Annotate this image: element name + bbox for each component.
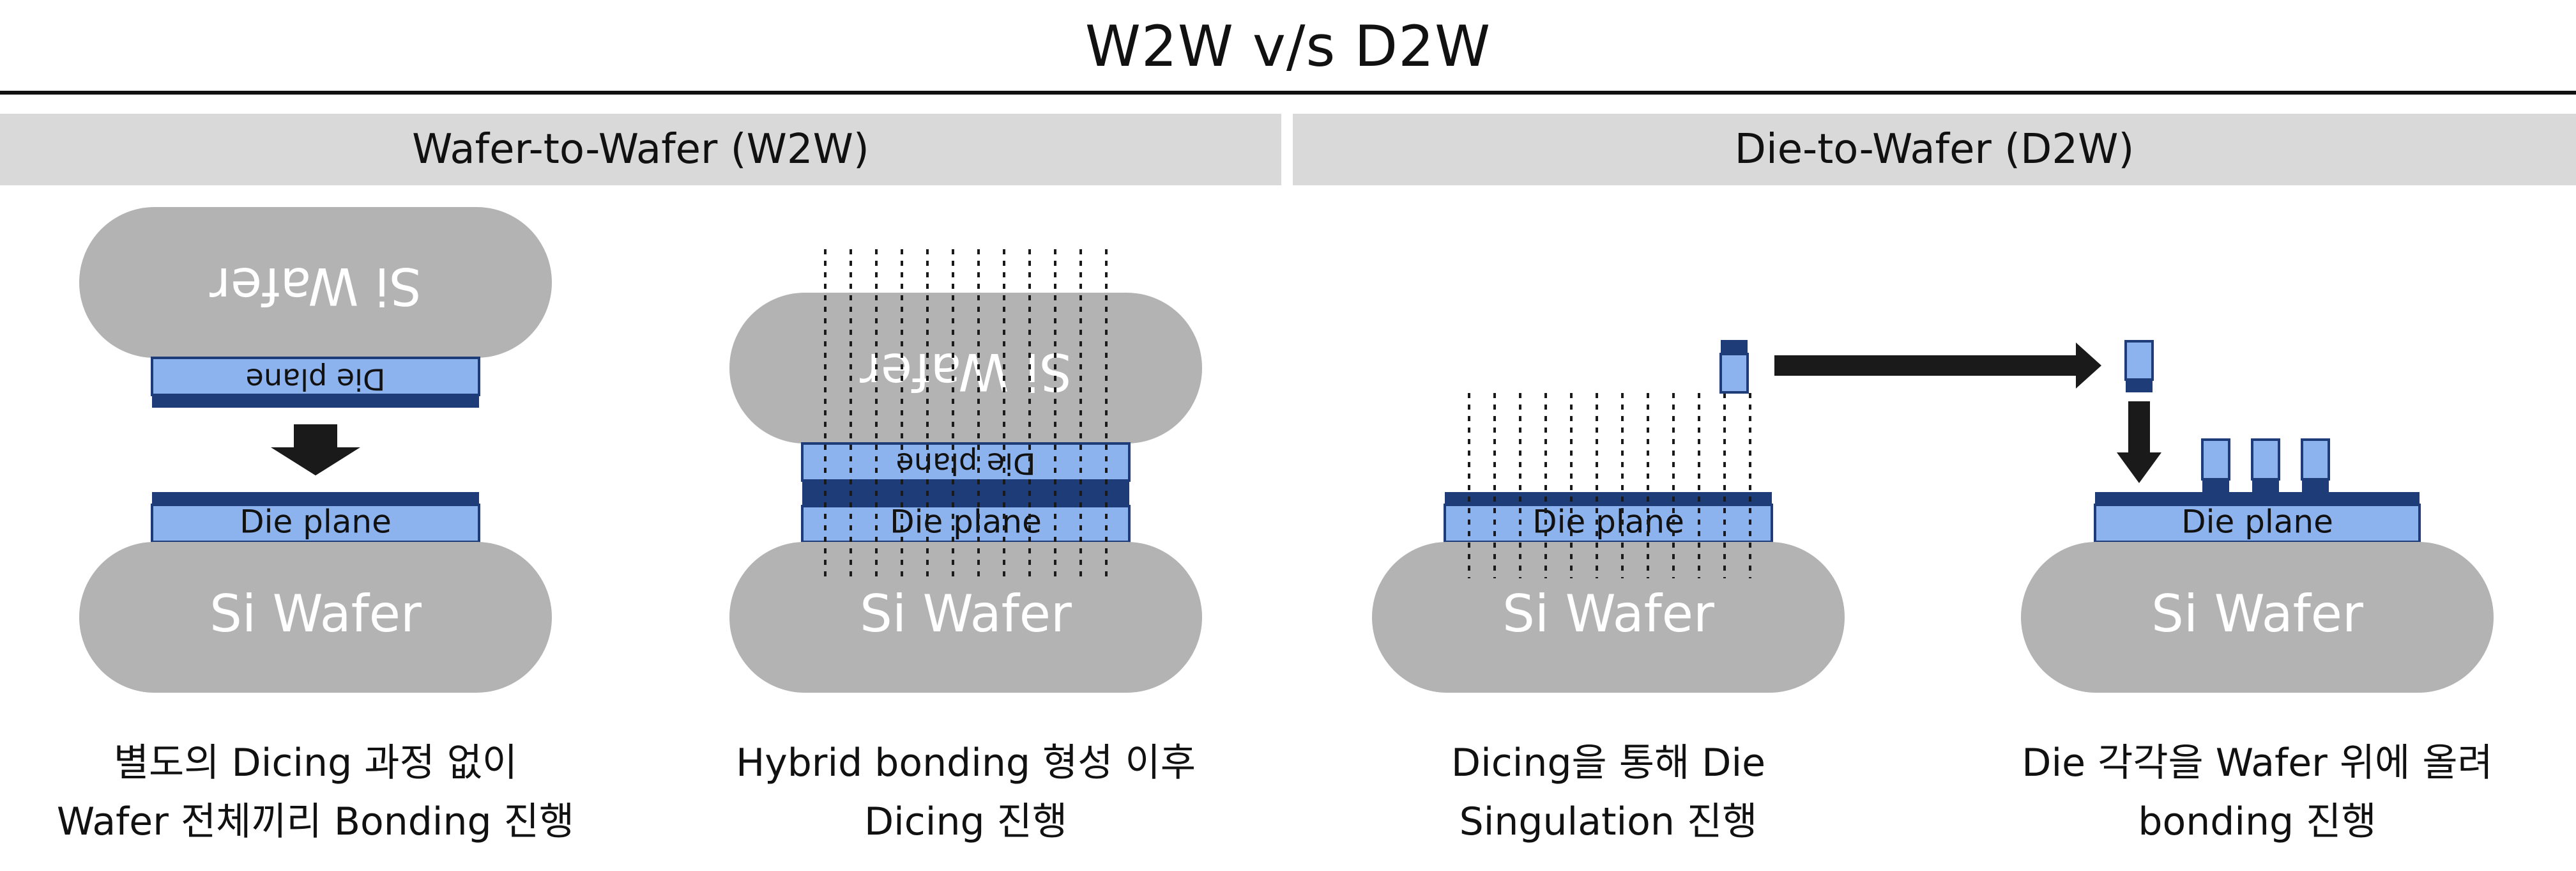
placing-die-bond: [2126, 380, 2153, 392]
top-si-wafer: [729, 293, 1202, 443]
caption-line-1: Die 각각을 Wafer 위에 올려: [2022, 741, 2493, 785]
bottom-si-wafer: [79, 542, 552, 693]
singulated-die-bond: [1721, 340, 1748, 354]
bond-layer: [2095, 492, 2420, 505]
top-si-wafer-label: Si Wafer: [860, 342, 1072, 401]
si-wafer-label: Si Wafer: [1502, 584, 1714, 644]
bottom-si-wafer: [729, 542, 1202, 693]
caption-line-2: bonding 진행: [2138, 799, 2377, 844]
caption-d2w-bonding: Die 각각을 Wafer 위에 올려 bonding 진행: [1938, 734, 2576, 851]
singulated-die: [1719, 353, 1749, 394]
si-wafer-label: Si Wafer: [2151, 584, 2363, 644]
die-plane: [1444, 504, 1773, 543]
transfer-arrow-shaft: [1774, 355, 2082, 376]
top-bond-layer: [152, 395, 479, 408]
bottom-die-plane: [801, 505, 1131, 543]
top-die-plane-label: Die plane: [896, 447, 1036, 481]
bottom-si-wafer-label: Si Wafer: [860, 584, 1072, 644]
section-header-d2w: Die-to-Wafer (D2W): [1293, 114, 2576, 185]
title-divider: [0, 91, 2576, 95]
die-plane-label: Die plane: [2181, 504, 2333, 541]
bonded-die: [2201, 438, 2230, 481]
dicing-lines: [824, 249, 1108, 578]
bottom-die-plane-label: Die plane: [240, 504, 392, 541]
caption-line-1: Dicing을 통해 Die: [1451, 741, 1766, 785]
placing-die: [2124, 340, 2154, 381]
top-si-wafer-label: Si Wafer: [210, 256, 422, 316]
bottom-bond-layer: [152, 492, 479, 505]
caption-line-2: Singulation 진행: [1459, 799, 1758, 844]
transfer-arrow-icon: [1774, 343, 2101, 389]
panel-w2w-prebond: Si Wafer Die plane Die plane Si Wafer: [79, 207, 552, 693]
caption-w2w-bonded: Hybrid bonding 형성 이후 Dicing 진행: [646, 734, 1285, 851]
section-header-w2w-label: Wafer-to-Wafer (W2W): [412, 126, 869, 173]
bonded-die-bond: [2252, 479, 2279, 493]
die-plane: [2094, 504, 2421, 543]
page-title: W2W v/s D2W: [1085, 13, 1491, 79]
top-die-plane: [801, 442, 1131, 482]
down-arrow-icon: [271, 424, 360, 475]
section-header-d2w-label: Die-to-Wafer (D2W): [1734, 126, 2135, 173]
section-header-w2w: Wafer-to-Wafer (W2W): [0, 114, 1281, 185]
bottom-die-plane: [151, 504, 480, 543]
bottom-die-plane-label: Die plane: [890, 504, 1042, 541]
bottom-si-wafer-label: Si Wafer: [210, 584, 422, 644]
caption-line-1: 별도의 Dicing 과정 없이: [113, 741, 518, 785]
dicing-lines: [1468, 393, 1751, 578]
panel-d2w-bonding: Die plane Si Wafer: [2021, 340, 2494, 693]
caption-line-2: Wafer 전체끼리 Bonding 진행: [56, 799, 575, 844]
bond-layer: [1445, 492, 1772, 505]
caption-w2w-prebond: 별도의 Dicing 과정 없이 Wafer 전체끼리 Bonding 진행: [0, 734, 635, 851]
caption-line-1: Hybrid bonding 형성 이후: [736, 741, 1196, 785]
panel-d2w-singulation: Die plane Si Wafer: [1372, 340, 1845, 693]
si-wafer: [2021, 542, 2494, 693]
down-arrow-icon: [2117, 452, 2161, 483]
caption-d2w-singulation: Dicing을 통해 Die Singulation 진행: [1289, 734, 1928, 851]
die-plane-label: Die plane: [1532, 504, 1684, 541]
top-si-wafer: [79, 207, 552, 358]
bonded-die-bond: [2202, 479, 2229, 493]
transfer-arrow-head: [2076, 343, 2101, 389]
down-arrow-shaft: [2128, 401, 2150, 455]
bonded-die: [2301, 438, 2330, 481]
bonded-die-bond: [2302, 479, 2329, 493]
bonded-die: [2251, 438, 2280, 481]
top-die-plane-label: Die plane: [246, 362, 386, 397]
si-wafer: [1372, 542, 1845, 693]
hybrid-bond-layer: [802, 481, 1129, 506]
caption-line-2: Dicing 진행: [864, 799, 1068, 844]
panel-w2w-bonded: Si Wafer Die plane Die plane Si Wafer: [729, 249, 1202, 693]
